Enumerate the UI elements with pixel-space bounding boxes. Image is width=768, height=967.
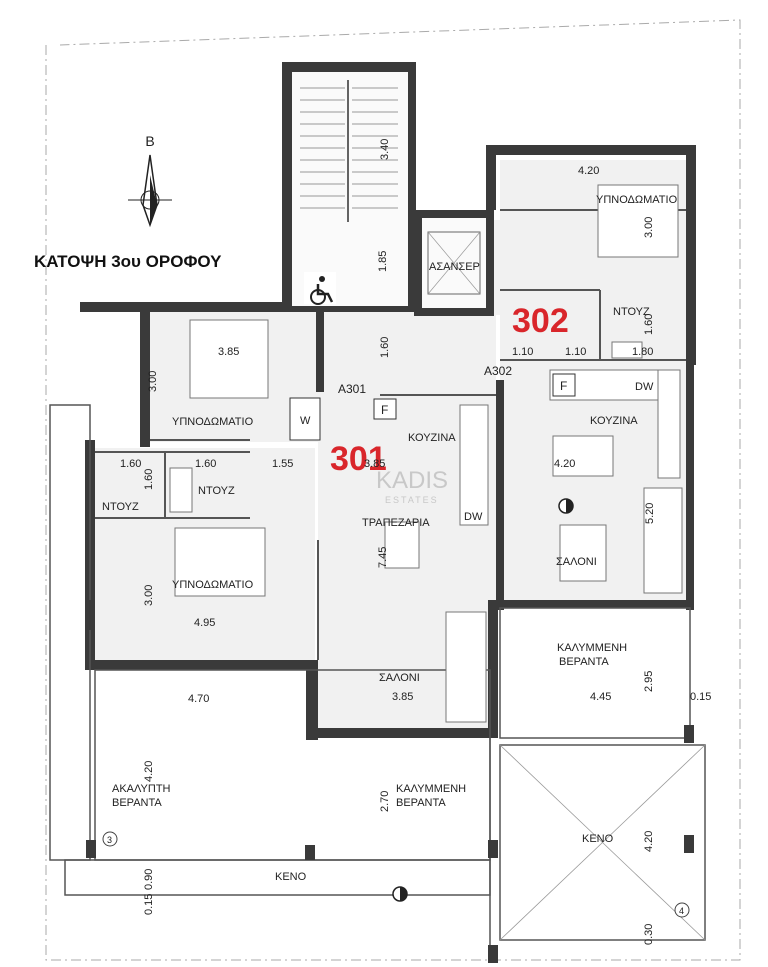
dim-110-b: 1.10 (565, 346, 586, 358)
north-label: Β (145, 133, 154, 149)
dim-k301-385: 3.85 (364, 458, 385, 470)
dim-sh-160-a: 1.60 (120, 458, 141, 470)
veranda-outlines (49, 404, 706, 945)
room-bedroom-302: ΥΠΝΟΔΩΜΑΤΙΟ (596, 194, 678, 206)
plan-title: ΚΑΤΟΨΗ 3ου ΟΡΟΦΟΥ (34, 252, 222, 271)
room-shower-301-b: ΝΤΟΥΖ (102, 501, 139, 513)
fridge-301: F (381, 403, 388, 417)
dim-b301a-300: 3.00 (147, 371, 159, 392)
dim-v301-270: 2.70 (379, 791, 391, 812)
dim-lobby-160: 1.60 (379, 337, 391, 358)
dim-b302-300: 3.00 (643, 217, 655, 238)
elevator-shaft (414, 210, 494, 316)
room-shower-302: ΝΤΟΥΖ (613, 306, 650, 318)
dim-hall-155: 1.55 (272, 458, 293, 470)
dim-stair-340: 3.40 (379, 139, 391, 160)
room-labels-line2: ΒΕΡΑΝΤΑ (559, 656, 609, 668)
room-veranda-302-line1: ΚΑΛΥΜΜΕΝΗ (557, 642, 627, 654)
room-kitchen-301: ΚΟΥΖΙΝΑ (408, 432, 456, 444)
site-boundary (45, 19, 741, 961)
unit-301-label: 301 (330, 440, 387, 478)
interior-walls (95, 209, 686, 660)
dim-v302-295: 2.95 (643, 671, 655, 692)
dim-liv-385: 3.85 (392, 691, 413, 703)
watermark-text: KADIS (376, 467, 448, 494)
door-a302: Α302 (484, 364, 512, 378)
room-kitchen-302: ΚΟΥΖΙΝΑ (590, 415, 638, 427)
stair-core (282, 62, 416, 312)
room-bedroom-301-b: ΥΠΝΟΔΩΜΑΤΙΟ (172, 579, 254, 591)
marker-4: 4 (679, 906, 684, 916)
door-labels: Α301 Α302 (338, 364, 512, 396)
room-void-bottom: ΚΕΝΟ (275, 871, 307, 883)
room-dining-301: ΤΡΑΠΕΖΑΡΙΑ (362, 517, 430, 529)
dim-v302-445: 4.45 (590, 691, 611, 703)
room-bedroom-301-a: ΥΠΝΟΔΩΜΑΤΙΟ (172, 416, 254, 428)
compass-symbols (392, 498, 574, 902)
fridge-302: F (560, 379, 567, 393)
room-veranda-302-line2: ΒΕΡΑΝΤΑ (559, 656, 609, 668)
dim-sh302-160: 1.60 (643, 314, 655, 335)
dim-din-745: 7.45 (377, 547, 389, 568)
north-arrow-icon (128, 154, 172, 228)
dim-k302-420: 4.20 (554, 458, 575, 470)
dim-bottom-015: 0.15 (143, 894, 155, 915)
dim-v302-015: 0.15 (690, 691, 711, 703)
dim-void-030: 0.30 (643, 924, 655, 945)
dim-b302-420: 4.20 (578, 165, 599, 177)
room-living-302: ΣΑΛΟΝΙ (556, 556, 597, 568)
dim-110-a: 1.10 (512, 346, 533, 358)
wheelchair-icon (304, 272, 336, 305)
dim-l302-520: 5.20 (644, 503, 656, 524)
dim-sh-160-b: 1.60 (195, 458, 216, 470)
dim-bottom-090: 0.90 (143, 869, 155, 890)
room-void-right: ΚΕΝΟ (582, 833, 614, 845)
room-elevator: ΑΣΑΝΣΕΡ (429, 261, 480, 273)
dishwasher-302: DW (635, 381, 654, 393)
marker-circles (102, 831, 690, 918)
appliance-labels: F F DW DW W (289, 373, 654, 523)
dim-b301a-385: 3.85 (218, 346, 239, 358)
room-labels: ΥΠΝΟΔΩΜΑΤΙΟ ΑΣΑΝΣΕΡ ΝΤΟΥΖ ΚΟΥΖΙΝΑ ΣΑΛΟΝΙ… (102, 194, 678, 883)
wall-columns (86, 600, 694, 963)
room-shower-301-a: ΝΤΟΥΖ (198, 485, 235, 497)
dim-sh-160-c: 1.60 (143, 469, 155, 490)
dim-b301b-495: 4.95 (194, 617, 215, 629)
watermark-subtext: ESTATES (385, 495, 439, 505)
dishwasher-301: DW (464, 511, 483, 523)
marker-3: 3 (107, 835, 112, 845)
dimension-labels: 3.40 1.85 1.60 4.20 3.00 1.60 1.10 1.10 … (120, 139, 711, 945)
dim-b301b-300: 3.00 (143, 585, 155, 606)
dim-180: 1.80 (632, 346, 653, 358)
unit-302-label: 302 (512, 302, 569, 340)
room-living-301: ΣΑΛΟΝΙ (379, 672, 420, 684)
washer-label: W (300, 415, 311, 427)
dim-lobby-185: 1.85 (377, 251, 389, 272)
dim-void-420: 4.20 (643, 831, 655, 852)
door-a301: Α301 (338, 382, 366, 396)
dim-v301-470: 4.70 (188, 693, 209, 705)
dim-v301-420: 4.20 (143, 761, 155, 782)
